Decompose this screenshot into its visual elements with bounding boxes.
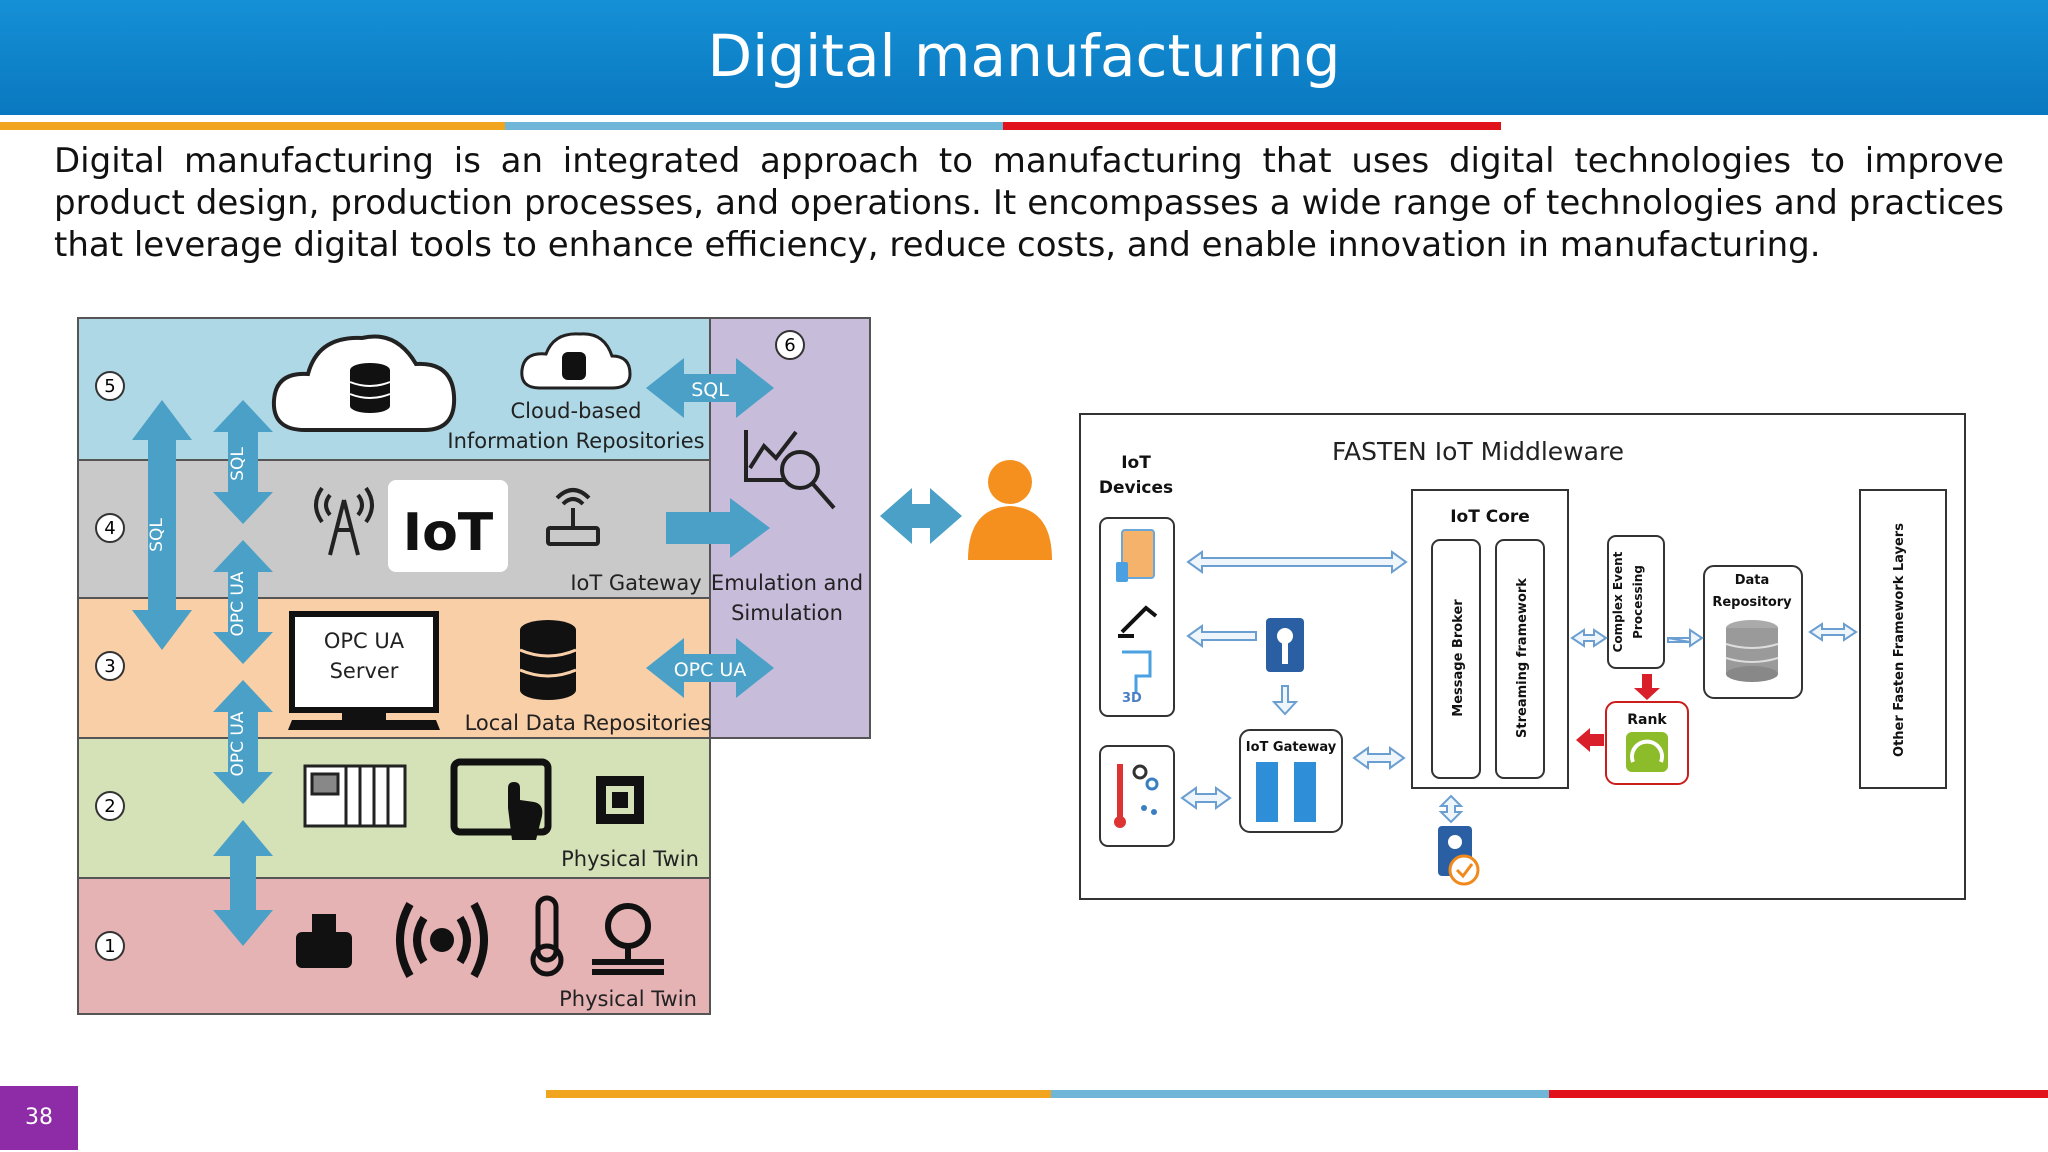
flow-arrows <box>1180 550 1858 824</box>
sensors-box <box>1099 745 1175 847</box>
cloud-repo-label-1: Cloud-based <box>511 399 642 423</box>
bidirectional-connector-arrow <box>880 488 962 544</box>
svg-text:OPC UA: OPC UA <box>674 659 747 681</box>
key-check-icon <box>1438 826 1480 886</box>
iot-devices-label-1: IoT <box>1121 453 1151 473</box>
small-cloud-icon <box>520 332 632 390</box>
thermometer-icon <box>530 895 564 977</box>
opc-ua-server-icon: OPC UA Server <box>288 611 440 730</box>
svg-text:Complex Event: Complex Event <box>1611 551 1625 652</box>
top-stripe-orange <box>0 122 505 130</box>
motor-icon <box>296 914 352 968</box>
title-bar <box>0 0 2048 115</box>
opc-ua-arrow-lower: OPC UA <box>213 680 273 804</box>
svg-text:Repository: Repository <box>1712 595 1792 610</box>
user-icon <box>968 460 1052 560</box>
iot-logo: IoT <box>388 480 508 572</box>
top-stripe-blue <box>505 122 1003 130</box>
page-number-badge: 38 <box>0 1086 78 1150</box>
local-repo-label: Local Data Repositories <box>465 711 712 735</box>
layer-number-1: 1 <box>95 931 125 961</box>
svg-text:IoT Gateway: IoT Gateway <box>1246 740 1337 755</box>
svg-text:4: 4 <box>104 518 115 539</box>
physical-arrow <box>213 820 273 946</box>
svg-text:IoT: IoT <box>403 503 494 563</box>
cloud-icon <box>271 334 457 432</box>
cell-tower-icon <box>314 486 374 556</box>
iot-gateway-box: IoT Gateway <box>1239 729 1343 833</box>
svg-text:3: 3 <box>104 656 115 677</box>
gauge-icon <box>592 903 664 975</box>
iot-devices-label-2: Devices <box>1099 478 1173 498</box>
rank-box: Rank <box>1605 701 1689 785</box>
rank-to-core-arrow <box>1576 728 1604 752</box>
bottom-stripe-red <box>1549 1090 2048 1098</box>
svg-text:Other Fasten Framework Layers: Other Fasten Framework Layers <box>1892 523 1907 757</box>
svg-text:1: 1 <box>104 936 115 957</box>
other-layers-box: Other Fasten Framework Layers <box>1859 489 1947 789</box>
gateway-to-emulation-arrow <box>666 498 770 558</box>
bottom-stripe-orange <box>546 1090 1051 1098</box>
svg-text:Rank: Rank <box>1627 712 1667 728</box>
layer-number-4: 4 <box>95 513 125 543</box>
iot-core-box: IoT Core Message Broker Streaming framew… <box>1411 489 1569 789</box>
svg-text:2: 2 <box>104 796 115 817</box>
layer-1-band <box>77 877 711 1015</box>
intro-paragraph: Digital manufacturing is an integrated a… <box>54 141 2004 265</box>
iot-gateway-label: IoT Gateway <box>570 571 701 595</box>
emulation-label-1: Emulation and <box>711 571 863 595</box>
physical-twin-label-2: Physical Twin <box>561 847 699 871</box>
layer-number-3: 3 <box>95 651 125 681</box>
svg-text:Streaming framework: Streaming framework <box>1515 578 1530 738</box>
signal-icon <box>396 902 488 978</box>
svg-text:SQL: SQL <box>147 518 167 552</box>
sql-horizontal-arrow: SQL <box>646 358 774 418</box>
svg-text:6: 6 <box>784 335 795 356</box>
svg-text:Server: Server <box>330 659 399 683</box>
svg-text:OPC UA: OPC UA <box>228 711 248 776</box>
database-icon <box>519 620 577 700</box>
opc-ua-arrow-upper: OPC UA <box>213 540 273 664</box>
layer-number-2: 2 <box>95 791 125 821</box>
bottom-stripe-blue <box>1051 1090 1549 1098</box>
complex-event-processing-box: Complex Event Processing <box>1607 535 1665 669</box>
svg-text:Message Broker: Message Broker <box>1451 599 1466 717</box>
slide-title: Digital manufacturing <box>707 22 1341 90</box>
opc-ua-horizontal-arrow: OPC UA <box>646 638 774 698</box>
sql-arrow-short: SQL <box>213 400 273 524</box>
svg-text:Data: Data <box>1735 573 1770 588</box>
svg-text:Processing: Processing <box>1631 565 1645 639</box>
cep-to-rank-arrow <box>1634 674 1660 700</box>
svg-text:5: 5 <box>104 376 115 397</box>
key-icon <box>1266 618 1304 672</box>
top-stripe-red <box>1003 122 1501 130</box>
svg-text:OPC UA: OPC UA <box>228 571 248 636</box>
plc-icon <box>303 764 407 828</box>
svg-text:3D: 3D <box>1122 691 1142 706</box>
data-repository-box: Data Repository <box>1703 565 1803 699</box>
cloud-repo-label-2: Information Repositories <box>447 429 704 453</box>
emulation-label-2: Simulation <box>731 601 843 625</box>
middleware-title: FASTEN IoT Middleware <box>1332 437 1624 466</box>
svg-text:IoT Core: IoT Core <box>1450 507 1530 527</box>
svg-text:OPC UA: OPC UA <box>324 629 405 653</box>
physical-twin-label-1: Physical Twin <box>559 987 697 1011</box>
chip-icon <box>596 776 644 824</box>
analytics-magnifier-icon <box>744 430 836 510</box>
sql-arrow-long: SQL <box>132 400 192 650</box>
svg-text:SQL: SQL <box>228 447 248 481</box>
iot-devices-box: 3D <box>1099 517 1175 717</box>
layer-number-5: 5 <box>95 371 125 401</box>
svg-text:SQL: SQL <box>691 379 729 401</box>
router-icon <box>546 488 600 546</box>
layer-number-6: 6 <box>775 330 805 360</box>
tablet-touch-icon <box>450 758 552 840</box>
